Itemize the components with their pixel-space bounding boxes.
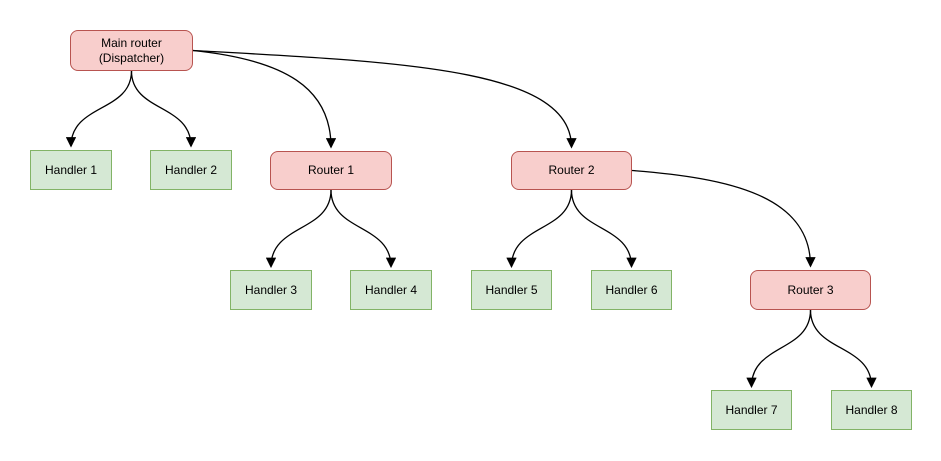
edge-main-router-to-router-1 xyxy=(192,49,337,149)
node-handler-3: Handler 3 xyxy=(230,270,312,310)
node-handler-7: Handler 7 xyxy=(711,390,792,430)
edge-router-2-to-router-3 xyxy=(631,169,816,268)
node-handler-1: Handler 1 xyxy=(30,150,112,190)
node-main-router: Main router (Dispatcher) xyxy=(70,30,193,71)
edge-router-1-to-handler-4 xyxy=(330,189,397,269)
edge-main-router-to-handler-2 xyxy=(130,70,197,148)
node-router-3: Router 3 xyxy=(750,270,871,310)
edge-main-router-to-handler-1 xyxy=(65,70,133,148)
edge-main-router-to-router-2 xyxy=(192,49,577,149)
edge-router-2-to-handler-6 xyxy=(570,189,637,269)
node-handler-2: Handler 2 xyxy=(150,150,232,190)
node-handler-4: Handler 4 xyxy=(350,270,432,310)
node-router-1: Router 1 xyxy=(270,151,392,190)
node-handler-6: Handler 6 xyxy=(591,270,672,310)
edge-router-3-to-handler-7 xyxy=(746,309,812,389)
edge-router-3-to-handler-8 xyxy=(809,309,877,389)
edge-router-2-to-handler-5 xyxy=(506,189,573,269)
edge-router-1-to-handler-3 xyxy=(265,189,332,269)
node-handler-8: Handler 8 xyxy=(831,390,912,430)
node-router-2: Router 2 xyxy=(511,151,632,190)
node-handler-5: Handler 5 xyxy=(471,270,552,310)
